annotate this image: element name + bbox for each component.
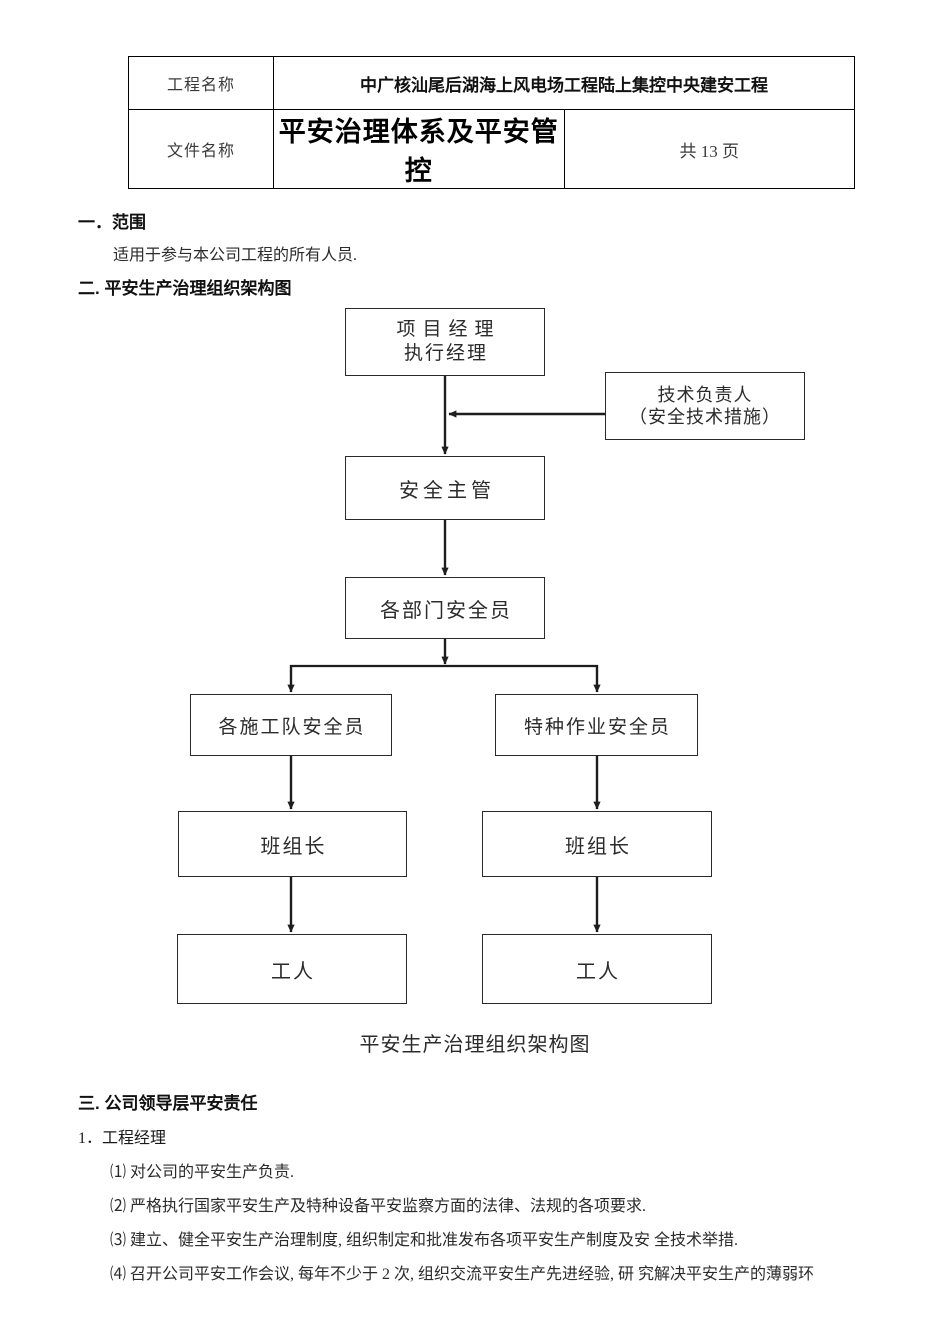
section-heading-scope: 一．范围 bbox=[78, 213, 146, 232]
header-label-project-name: 工程名称 bbox=[128, 56, 274, 110]
list-item-detail-3: ⑶ 建立、健全平安生产治理制度, 组织制定和批准发布各项平安生产制度及安 全技术… bbox=[110, 1232, 739, 1249]
header-value-project-name: 中广核汕尾后湖海上风电场工程陆上集控中央建安工程 bbox=[273, 56, 855, 110]
org-node-worker-right: 工人 bbox=[482, 934, 712, 1004]
section-body-scope: 适用于参与本公司工程的所有人员. bbox=[113, 247, 358, 264]
list-item-detail-4: ⑷ 召开公司平安工作会议, 每年不少于 2 次, 组织交流平安生产先进经验, 研… bbox=[110, 1266, 815, 1283]
section-heading-leadership-responsibility: 三. 公司领导层平安责任 bbox=[78, 1094, 258, 1113]
section-heading-org-chart: 二. 平安生产治理组织架构图 bbox=[78, 279, 292, 298]
org-node-technical-lead: 技术负责人 （安全技术措施） bbox=[605, 372, 805, 440]
org-node-technical-lead-line2: （安全技术措施） bbox=[629, 407, 781, 427]
list-item-detail-2: ⑵ 严格执行国家平安生产及特种设备平安监察方面的法律、法规的各项要求. bbox=[110, 1198, 647, 1215]
table-row-project: 工程名称 中广核汕尾后湖海上风电场工程陆上集控中央建安工程 bbox=[128, 56, 855, 110]
header-value-document-name: 平安治理体系及平安管控 bbox=[273, 109, 565, 189]
org-chart-caption: 平安生产治理组织架构图 bbox=[359, 1034, 591, 1056]
table-row-document: 文件名称 平安治理体系及平安管控 共 13 页 bbox=[128, 109, 855, 189]
document-header-table: 工程名称 中广核汕尾后湖海上风电场工程陆上集控中央建安工程 文件名称 平安治理体… bbox=[128, 56, 855, 189]
list-item-detail-1: ⑴ 对公司的平安生产负责. bbox=[110, 1164, 295, 1181]
org-node-safety-supervisor: 安全主管 bbox=[345, 456, 545, 520]
list-item-project-manager: 1．工程经理 bbox=[78, 1130, 167, 1147]
org-node-department-safety-officer: 各部门安全员 bbox=[345, 577, 545, 639]
org-node-special-operation-safety-officer: 特种作业安全员 bbox=[495, 694, 698, 756]
org-node-team-leader-left: 班组长 bbox=[178, 811, 407, 877]
org-node-worker-left: 工人 bbox=[177, 934, 407, 1004]
org-node-technical-lead-line1: 技术负责人 bbox=[657, 384, 753, 405]
header-label-document-name: 文件名称 bbox=[128, 109, 274, 189]
org-node-project-manager-line1: 项目经理 bbox=[396, 319, 501, 341]
org-node-project-manager-line2: 执行经理 bbox=[403, 343, 488, 364]
org-node-team-leader-right: 班组长 bbox=[482, 811, 712, 877]
org-node-construction-team-safety-officer: 各施工队安全员 bbox=[190, 694, 392, 756]
header-page-count: 共 13 页 bbox=[563, 109, 855, 189]
org-node-project-manager: 项目经理 执行经理 bbox=[345, 308, 545, 376]
